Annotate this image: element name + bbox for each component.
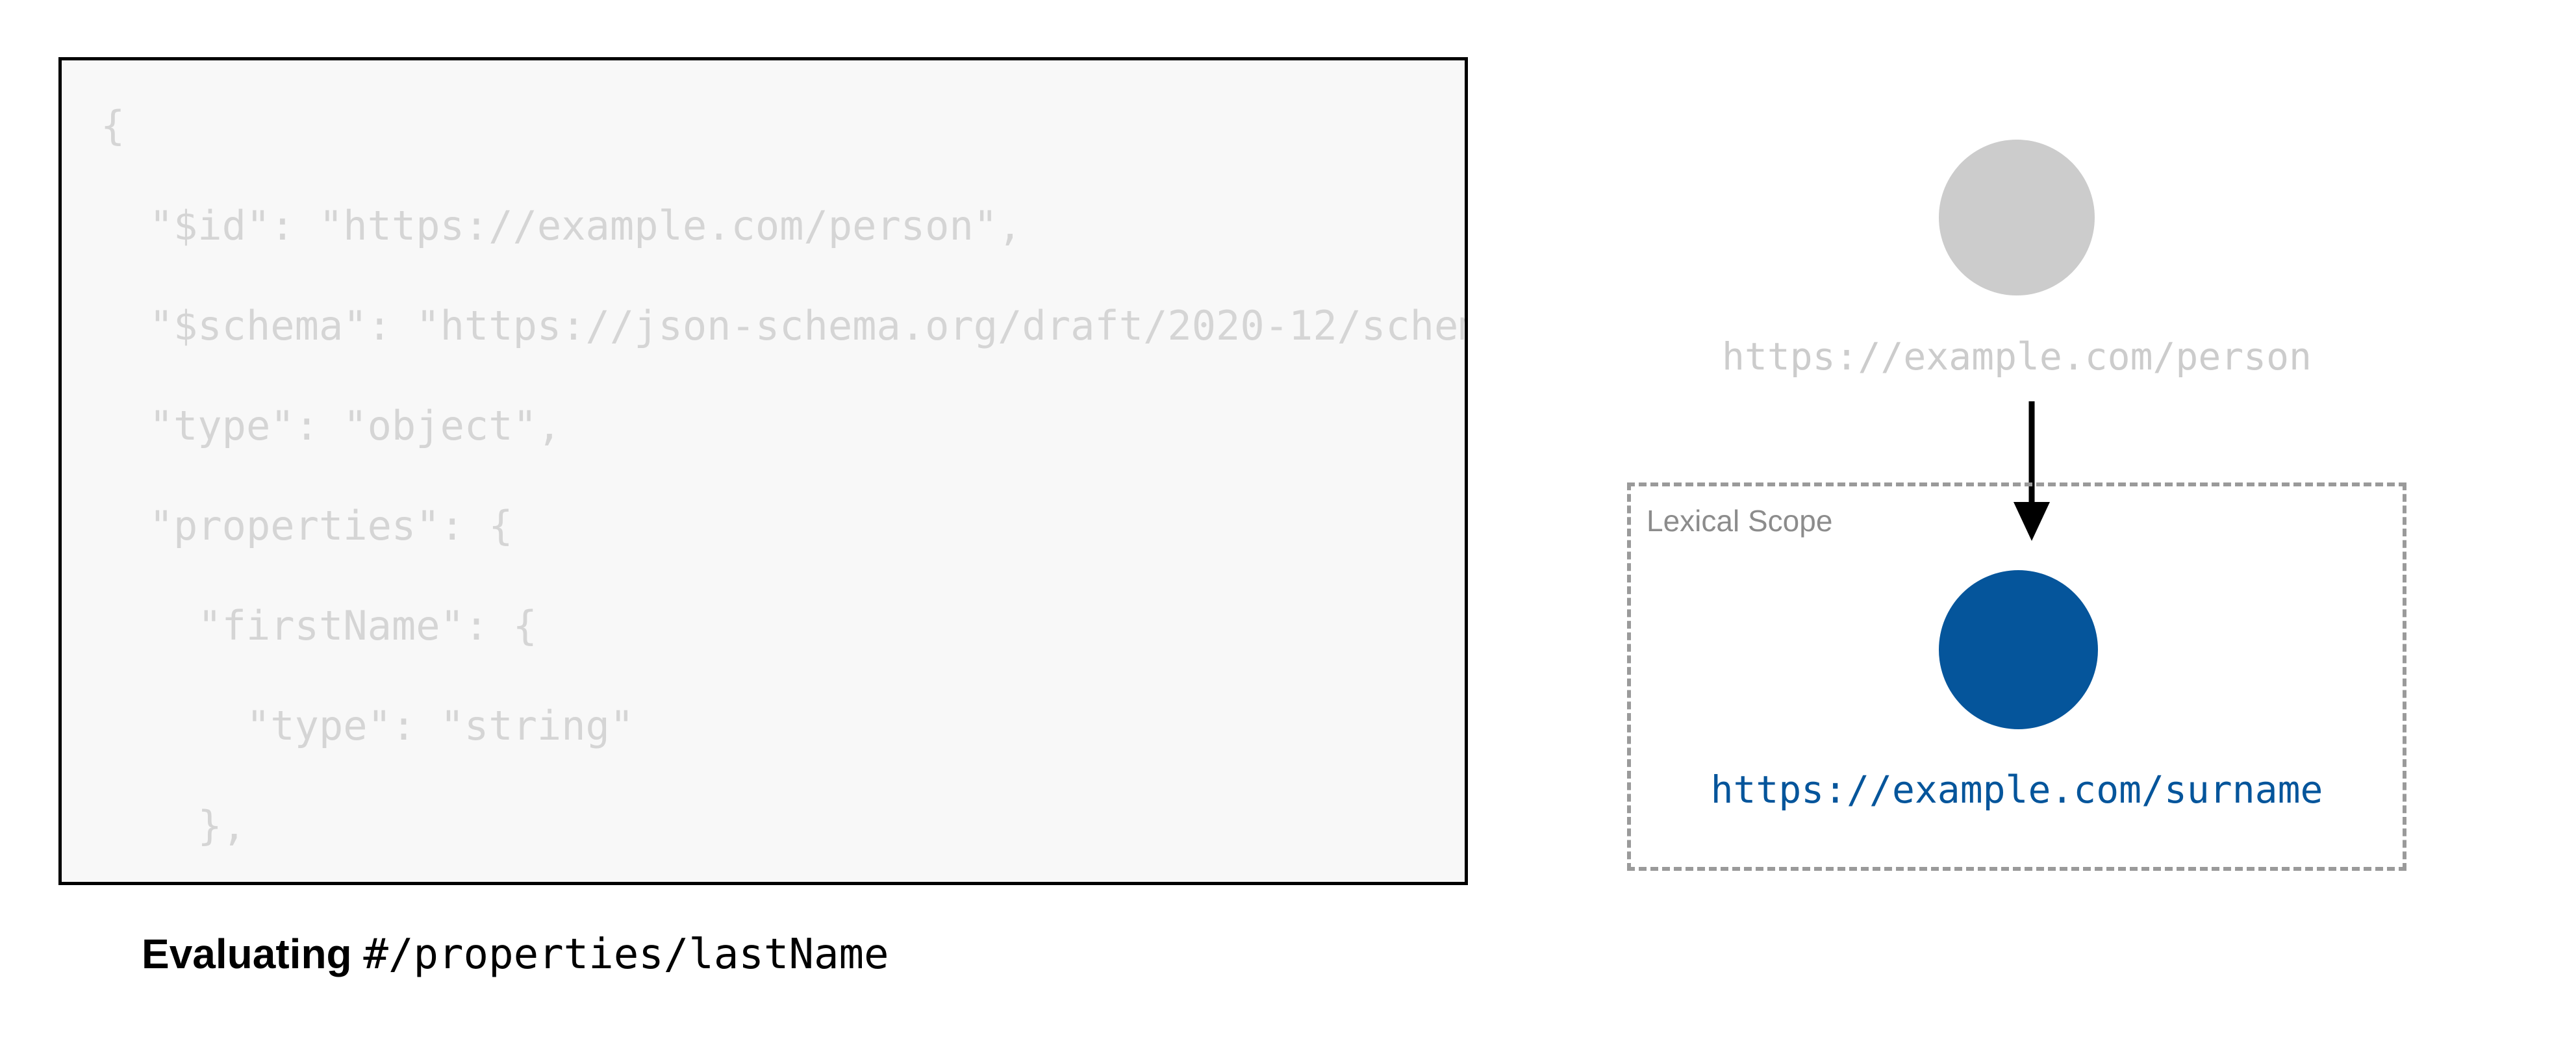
- json-schema-code-block: { "$id": "https://example.com/person", "…: [58, 57, 1468, 885]
- code-token: "type": "string": [246, 702, 635, 749]
- code-token: "firstName": {: [197, 602, 537, 649]
- code-token: "$id": "https://example.com/person",: [149, 202, 1022, 249]
- code-panel: { "$id": "https://example.com/person", "…: [58, 57, 1468, 979]
- code-token: {: [101, 102, 125, 149]
- json-schema-code-text: { "$id": "https://example.com/person", "…: [101, 101, 1468, 882]
- code-line: {: [101, 101, 1465, 151]
- code-token: "type": "object",: [149, 402, 562, 449]
- code-indent: [101, 702, 246, 749]
- person-node-circle: [1939, 140, 2095, 295]
- code-line: "$id": "https://example.com/person",: [101, 201, 1465, 251]
- code-line: "properties": {: [101, 501, 1465, 551]
- left-caption: Evaluating #/properties/lastName: [142, 930, 889, 979]
- code-indent: [101, 202, 149, 249]
- code-line: "firstName": {: [101, 601, 1465, 651]
- code-token: "properties": {: [149, 502, 513, 549]
- scope-arrow-icon: [2014, 401, 2050, 541]
- code-line: "$schema": "https://json-schema.org/draf…: [101, 301, 1468, 351]
- code-indent: [101, 602, 197, 649]
- surname-node-circle: [1939, 570, 2098, 729]
- lexical-scope-diagram: https://example.com/person Lexical Scope…: [1533, 0, 2576, 1039]
- lexical-scope-box-label: Lexical Scope: [1647, 504, 1833, 538]
- code-line: },: [101, 801, 1465, 851]
- code-token: },: [197, 802, 246, 849]
- code-indent: [101, 302, 149, 349]
- code-indent: [101, 802, 197, 849]
- code-line: "type": "object",: [101, 401, 1465, 451]
- lexical-scope-box: [1627, 482, 2406, 871]
- code-indent: [101, 502, 149, 549]
- surname-node-label: https://example.com/surname: [1710, 768, 2323, 812]
- left-caption-pointer: #/properties/lastName: [363, 931, 889, 979]
- code-indent: [101, 402, 149, 449]
- left-caption-bold: Evaluating: [142, 931, 352, 977]
- person-node-label: https://example.com/person: [1722, 334, 2312, 379]
- code-line: "type": "string": [101, 701, 1465, 751]
- code-token: "$schema": "https://json-schema.org/draf…: [149, 302, 1468, 349]
